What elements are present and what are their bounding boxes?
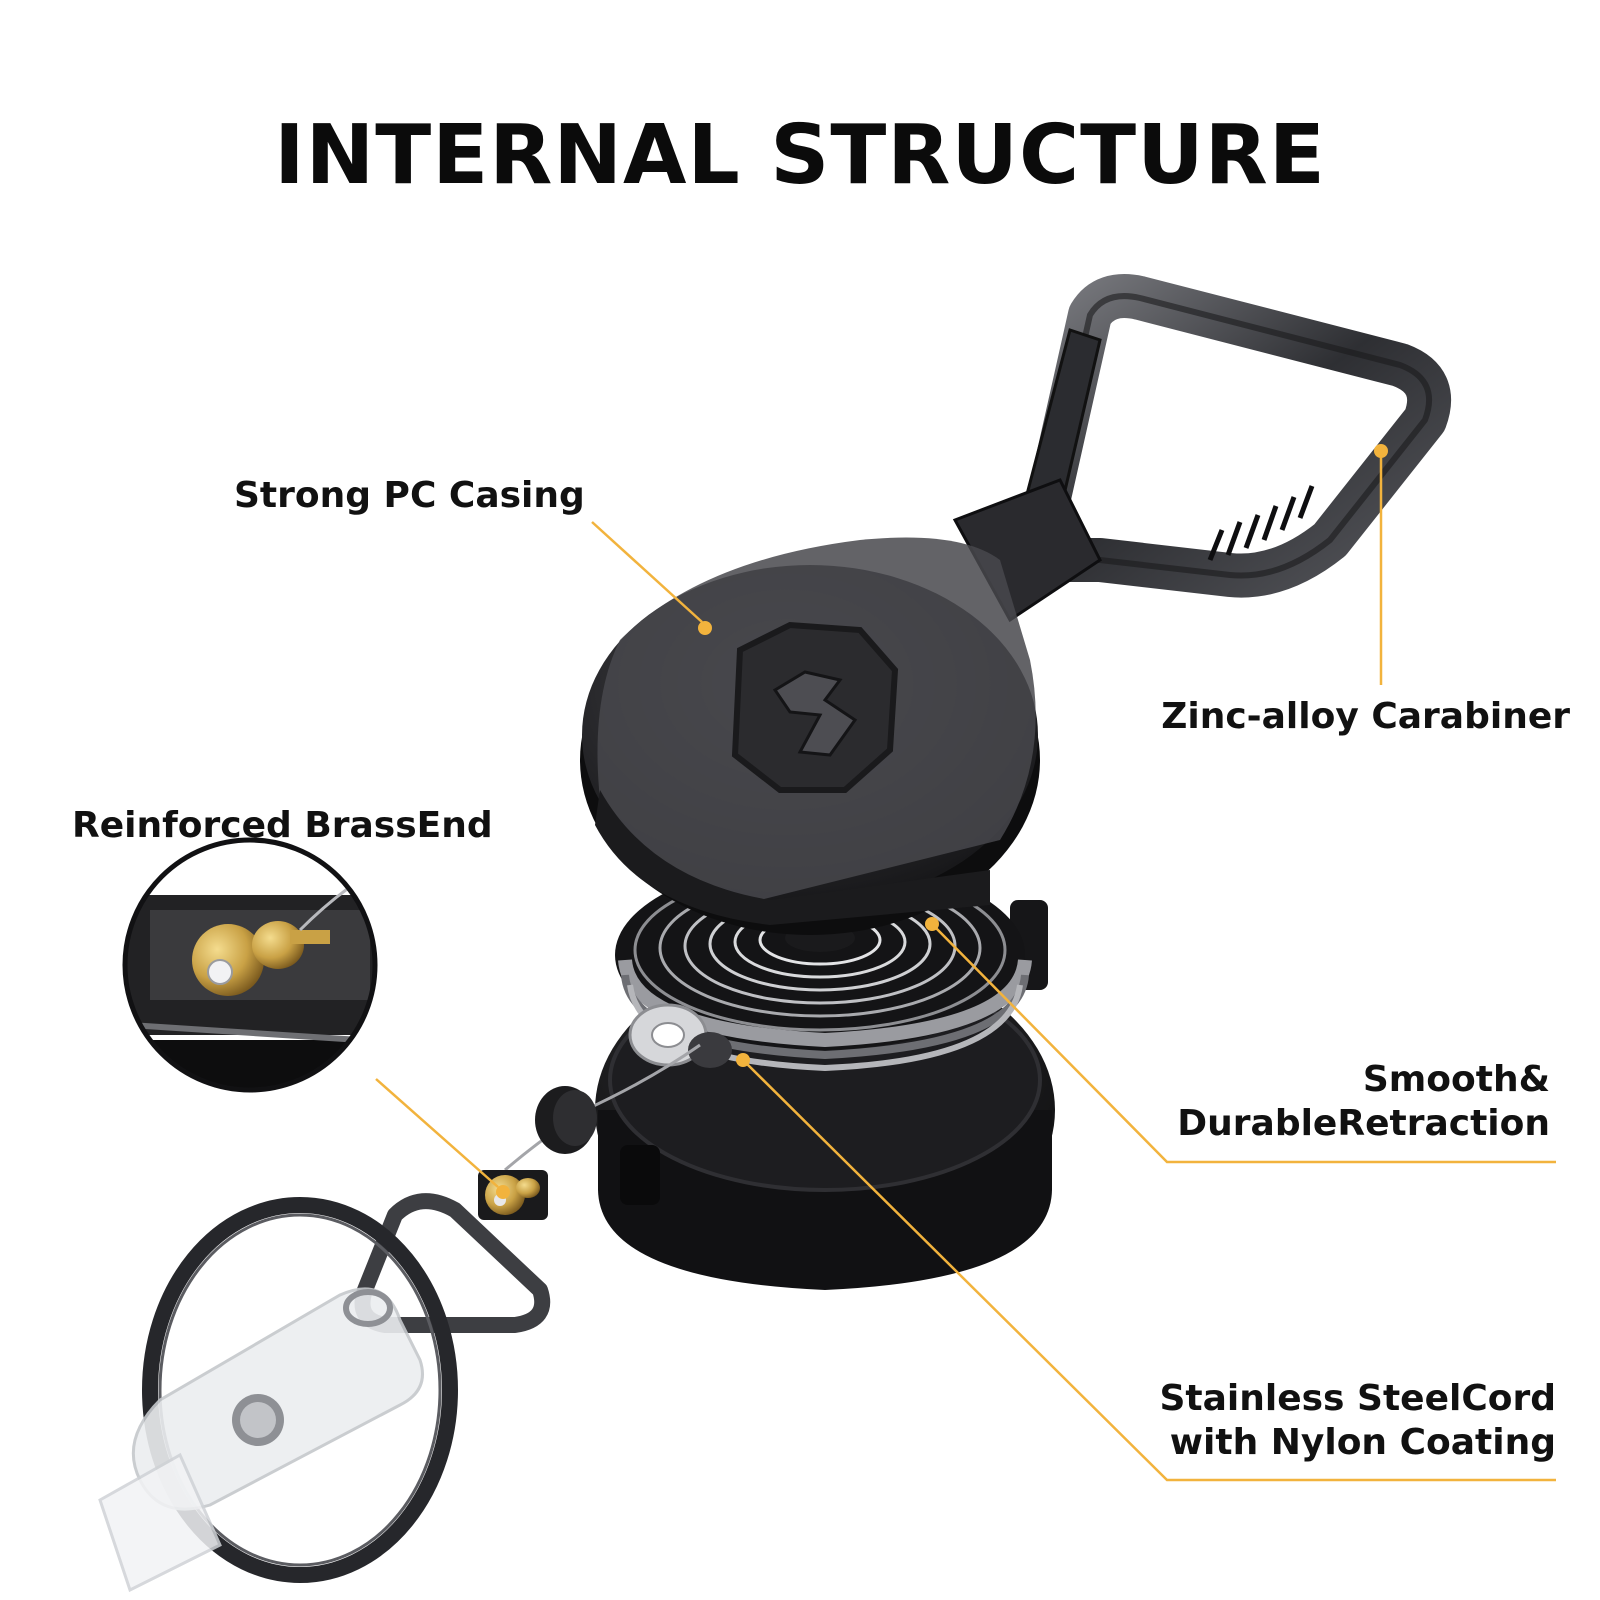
- label-retraction: Smooth& DurableRetraction: [1177, 1059, 1550, 1144]
- page-title: INTERNAL STRUCTURE: [274, 108, 1326, 203]
- key-ring: [142, 1197, 458, 1583]
- label-brass-end: Reinforced BrassEnd: [72, 805, 493, 846]
- callout-retraction-line: [931, 923, 1556, 1164]
- brass-end-zoom-inset: [122, 837, 378, 1093]
- badge-strap: [98, 1287, 424, 1593]
- label-cord: Stainless SteelCord with Nylon Coating: [1159, 1378, 1556, 1463]
- callout-casing-line: [591, 521, 703, 623]
- callout-lines: [375, 451, 1556, 1482]
- cord-stopper: [535, 1086, 597, 1154]
- cord-eyelet: [628, 1003, 732, 1068]
- pc-casing: [580, 537, 1040, 935]
- label-carabiner: Zinc-alloy Carabiner: [1161, 696, 1570, 737]
- callout-brass-line: [375, 1078, 499, 1188]
- callout-cord-line: [742, 1059, 1556, 1482]
- carabiner: [952, 274, 1451, 623]
- callout-dots: [496, 444, 1388, 1199]
- label-casing: Strong PC Casing: [234, 475, 585, 516]
